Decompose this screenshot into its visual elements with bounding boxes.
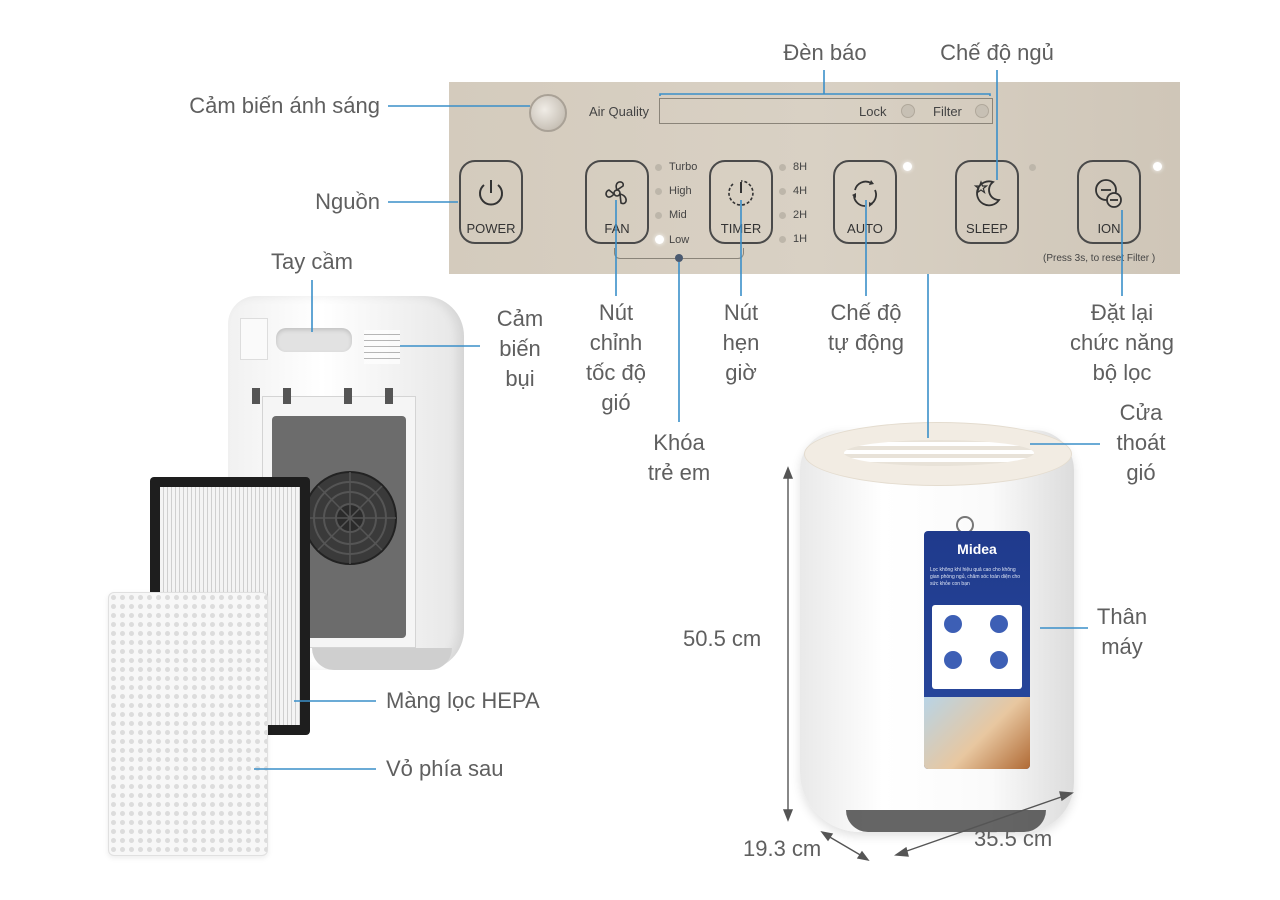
clip-1 (252, 388, 260, 404)
dim-width-arrow-b (1059, 791, 1074, 802)
dim-depth-arrow-b (856, 850, 870, 862)
clip-4 (385, 388, 393, 404)
moon-star-icon (973, 180, 1001, 207)
clip-2 (283, 388, 291, 404)
fan-grille-icon (303, 471, 397, 565)
dim-width-line (903, 795, 1065, 853)
lock-led-icon (901, 104, 915, 118)
fan-led-turbo (655, 164, 662, 171)
timer-led-4h (779, 188, 786, 195)
fan-level-low: Low (669, 234, 690, 246)
base-shadow (846, 810, 1046, 832)
label-power: Nguồn (315, 189, 380, 214)
feature-icon-2 (990, 615, 1008, 633)
filter-led-icon (975, 104, 989, 118)
label-indicator: Đèn báo (783, 40, 867, 65)
fan-level-high: High (669, 185, 692, 197)
dim-height-arrow-top (782, 466, 794, 479)
brand-logo: Midea (957, 541, 997, 557)
fan-led-low (655, 235, 664, 244)
control-panel: Air Quality Lock Filter POWER FAN Turbo … (449, 82, 1180, 274)
ion-button[interactable]: ION (1077, 160, 1141, 244)
child-lock-dot (675, 254, 683, 262)
lock-text: Lock (859, 104, 887, 119)
feature-icon-3 (944, 651, 962, 669)
timer-led-8h (779, 164, 786, 171)
label-air-outlet: Cửa thoát gió (1116, 400, 1166, 485)
front-label: Midea Lọc không khí hiệu quả cao cho khô… (924, 531, 1030, 769)
timer-level-4h: 4H (793, 185, 808, 197)
timer-led-2h (779, 212, 786, 219)
power-icon (479, 180, 503, 206)
outlet-vents (844, 440, 1034, 466)
fan-level-mid: Mid (669, 209, 687, 221)
timer-level-2h: 2H (793, 209, 808, 221)
handle-slot (276, 328, 352, 352)
back-cover-panel (108, 592, 268, 856)
sleep-led (1029, 164, 1036, 171)
timer-level-8h: 8H (793, 161, 808, 173)
auto-cycle-icon (852, 180, 877, 207)
front-label-text: Lọc không khí hiệu quả cao cho không gia… (930, 567, 1021, 587)
clip-3 (344, 388, 352, 404)
dim-depth-arrow-a (820, 830, 834, 842)
fan-led-high (655, 188, 662, 195)
timer-led-1h (779, 236, 786, 243)
ion-button-label: ION (1097, 221, 1121, 236)
auto-led (903, 162, 912, 171)
fan-icon (605, 181, 627, 205)
feature-icons-block (932, 605, 1022, 689)
auto-button[interactable]: AUTO (833, 160, 897, 244)
power-button[interactable]: POWER (459, 160, 523, 244)
indicator-window (659, 98, 993, 124)
timer-icon (728, 180, 754, 206)
feature-icon-1 (944, 615, 962, 633)
dimension-width: 35.5 cm (974, 826, 1053, 851)
sleep-button[interactable]: SLEEP (955, 160, 1019, 244)
label-reset-filter: Đặt lại chức năng bộ lọc (1069, 300, 1175, 385)
auto-button-label: AUTO (847, 221, 883, 236)
label-body: Thân máy (1096, 604, 1148, 659)
label-hepa-filter: Màng lọc HEPA (386, 688, 540, 713)
fan-level-turbo: Turbo (669, 161, 698, 173)
label-light-sensor: Cảm biến ánh sáng (189, 93, 380, 118)
sleep-button-label: SLEEP (966, 221, 1008, 236)
filter-text: Filter (933, 104, 962, 119)
label-sleep-mode: Chế độ ngủ (940, 40, 1054, 65)
label-fan-speed-button: Nút chỉnh tốc độ gió (586, 300, 646, 415)
power-button-label: POWER (466, 221, 516, 236)
label-handle: Tay cầm (271, 249, 353, 274)
timer-level-1h: 1H (793, 233, 808, 245)
leader-indicator (659, 93, 991, 96)
family-photo (924, 697, 1030, 769)
rating-sticker (240, 318, 268, 360)
feature-icon-4 (990, 651, 1008, 669)
label-child-lock: Khóa trẻ em (647, 430, 711, 485)
reset-filter-note: (Press 3s, to reset Filter ) (1043, 253, 1156, 264)
ion-icon (1095, 179, 1122, 208)
dim-width-arrow-a (894, 846, 909, 857)
unit-base (312, 648, 452, 670)
label-timer-button: Nút hẹn giờ (722, 300, 760, 385)
ion-led (1153, 162, 1162, 171)
label-auto-mode: Chế độ tự động (828, 300, 904, 355)
dimension-height: 50.5 cm (683, 626, 762, 651)
fan-button[interactable]: FAN (585, 160, 649, 244)
light-sensor-icon (529, 94, 567, 132)
air-quality-text: Air Quality (589, 104, 649, 119)
dimension-depth: 19.3 cm (743, 836, 822, 861)
fan-led-mid (655, 212, 662, 219)
dust-sensor-grille (364, 330, 400, 364)
label-back-cover: Vỏ phía sau (386, 756, 504, 781)
fan-button-label: FAN (604, 221, 630, 236)
dim-depth-line (827, 835, 863, 857)
dim-height-arrow-bottom (782, 809, 794, 822)
label-dust-sensor: Cảm biến bụi (496, 306, 544, 391)
